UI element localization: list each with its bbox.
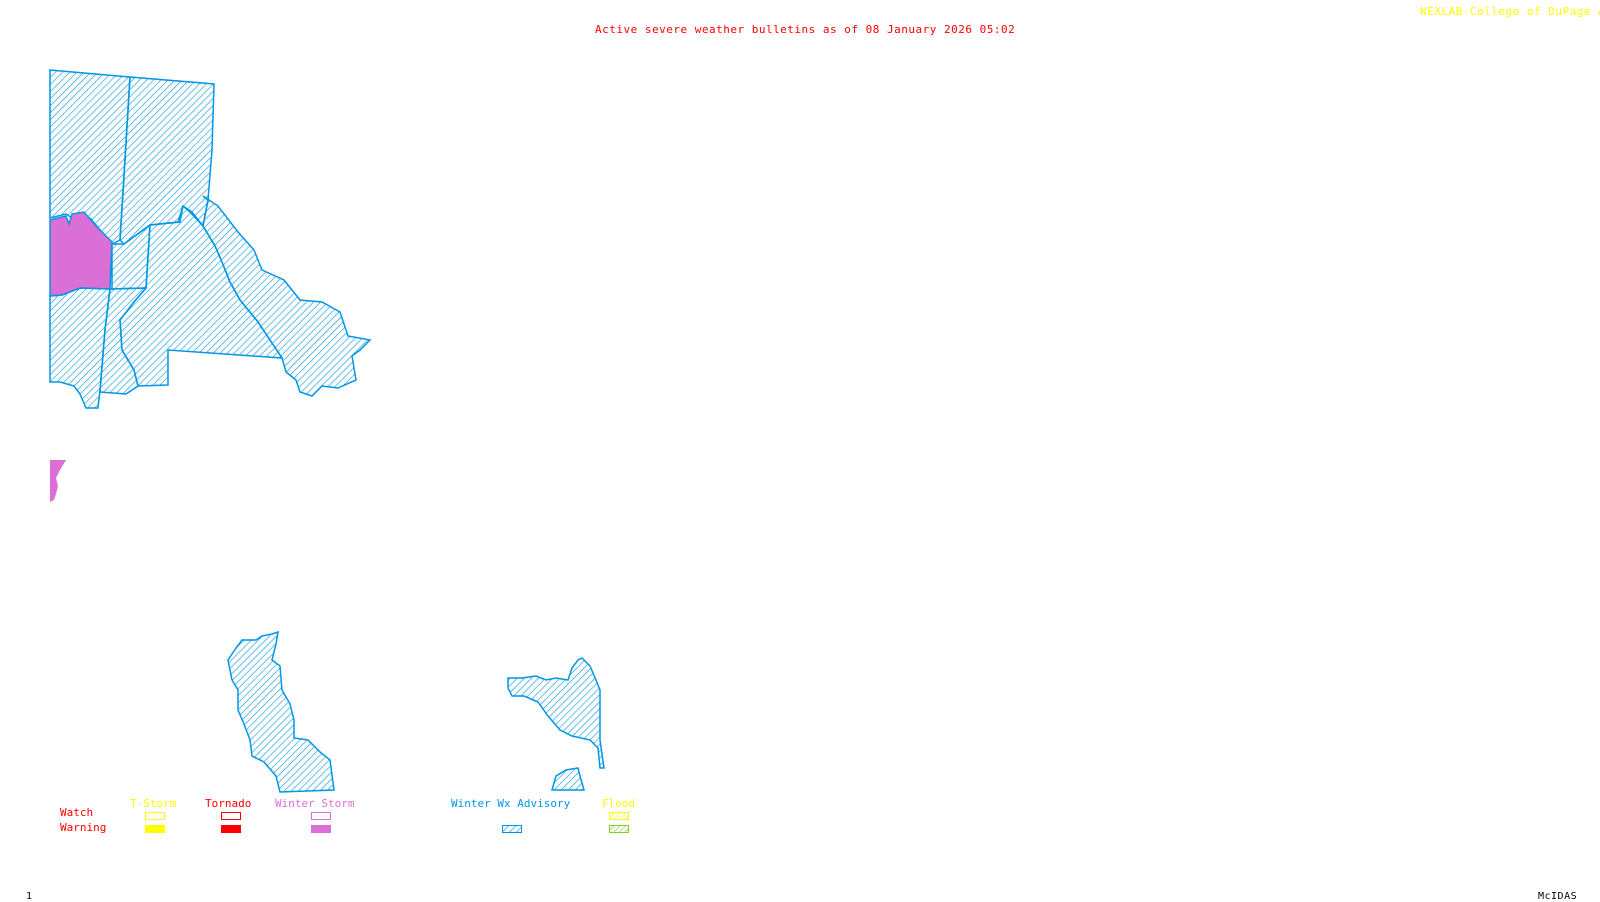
legend-swatch-tstorm-watch — [145, 812, 165, 820]
legend-swatch-flood-warning — [609, 825, 629, 833]
advisory-region-south-a — [99, 287, 148, 395]
legend-label-tornado: Tornado — [205, 797, 252, 810]
legend-swatch-tornado-warning — [221, 825, 241, 833]
legend-row-watch: Watch — [60, 806, 94, 819]
page-title: Active severe weather bulletins as of 08… — [595, 23, 1016, 36]
legend-label-winter-advisory: Winter Wx Advisory — [451, 797, 571, 810]
legend-label-winter-storm: Winter Storm — [275, 797, 355, 810]
advisory-region-south-east — [507, 657, 605, 769]
frame-number: 1 — [26, 891, 33, 902]
legend-row-warning: Warning — [60, 821, 107, 834]
legend-swatch-winter-advisory — [502, 825, 522, 833]
legend-label-flood: Flood — [602, 797, 636, 810]
warning-region-small-west — [50, 460, 66, 502]
advisory-region-south-east-small — [551, 767, 585, 791]
legend-swatch-winter-storm-watch — [311, 812, 331, 820]
legend-swatch-tornado-watch — [221, 812, 241, 820]
legend-swatch-tstorm-warning — [145, 825, 165, 833]
legend-swatch-winter-storm-warning — [311, 825, 331, 833]
advisory-region-east — [202, 195, 372, 397]
legend-swatch-flood-watch — [609, 812, 629, 820]
advisory-region-southwest — [49, 287, 111, 409]
credit-label: NEXLAB-College of DuPage Å — [1420, 5, 1600, 18]
software-label: McIDAS — [1538, 891, 1578, 902]
advisory-region-northwest-b — [119, 76, 215, 245]
advisory-region-south-river — [227, 630, 335, 793]
legend-label-tstorm: T-Storm — [130, 797, 177, 810]
